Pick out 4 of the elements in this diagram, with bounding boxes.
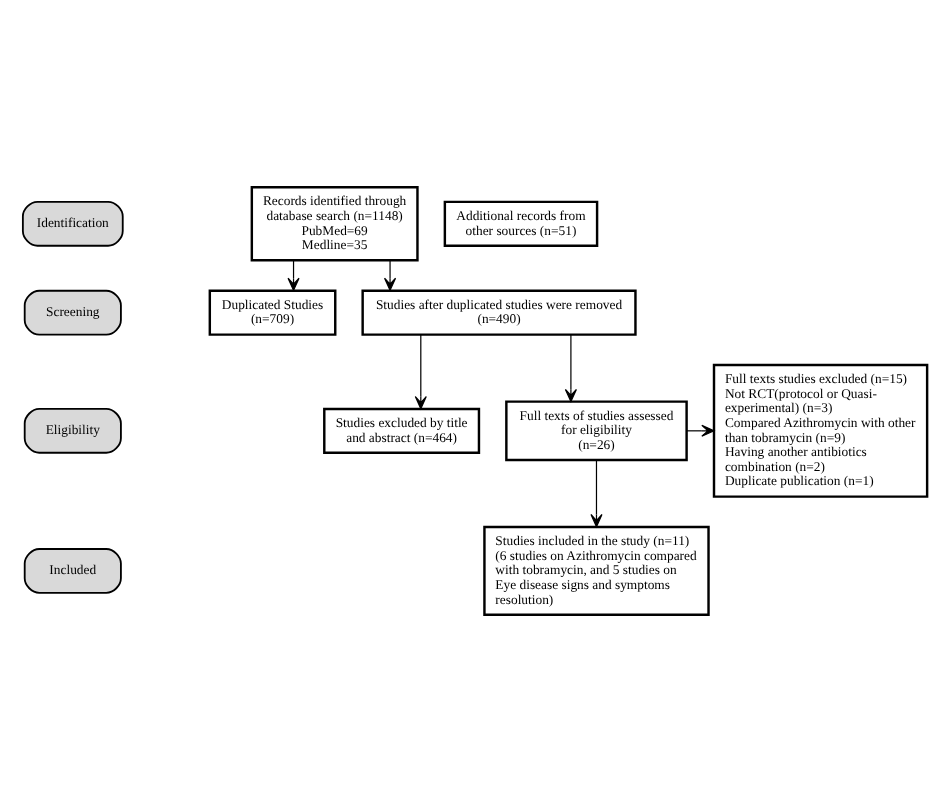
- arrow: [589, 458, 602, 527]
- arrow: [413, 333, 426, 409]
- arrow: [382, 258, 396, 290]
- arrow: [563, 333, 576, 402]
